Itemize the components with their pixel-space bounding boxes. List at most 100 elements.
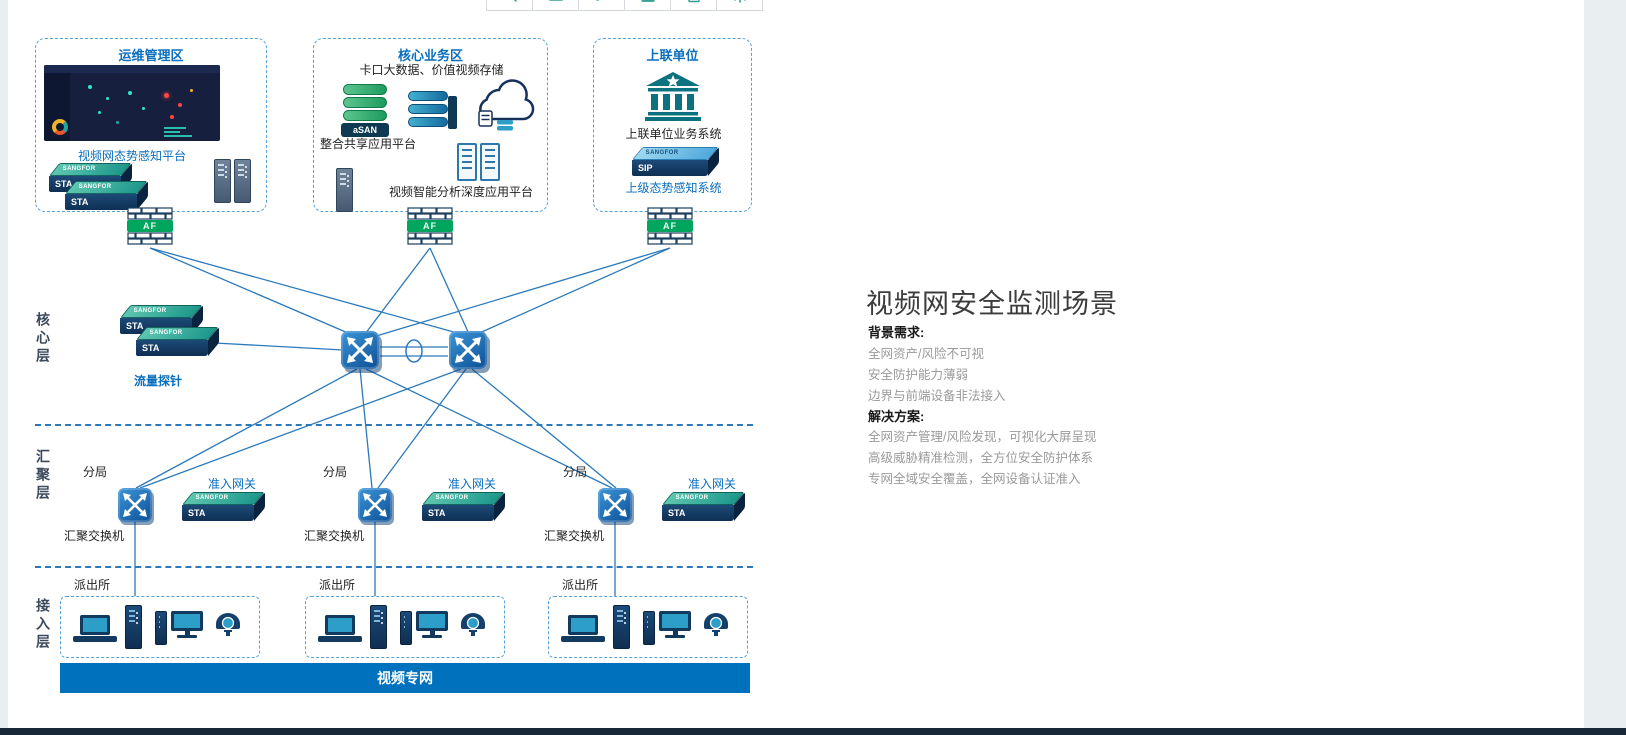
aggregation-switch-icon <box>358 488 392 522</box>
server-stack-icon <box>408 91 457 135</box>
search-icon <box>502 0 518 8</box>
brand-mark: SANGFOR <box>62 166 96 172</box>
sip-device: SANGFOR SIP <box>632 146 722 176</box>
aggregation-switch-label: 汇聚交换机 <box>64 529 125 543</box>
layer-label-access: 接入层 <box>35 598 51 652</box>
toolbar-settings-button[interactable] <box>716 0 763 11</box>
background-item: 全网资产/风险不可视 <box>868 347 984 361</box>
bottom-page-edge <box>0 728 1626 735</box>
brand-mark: SANGFOR <box>675 495 709 501</box>
server-icon <box>214 159 231 203</box>
map-dot <box>116 121 119 124</box>
solution-item: 高级威胁精准检测，全方位安全防护体系 <box>868 451 1094 465</box>
core-switch-icon <box>341 331 379 369</box>
zone-uplink-title: 上联单位 <box>646 48 699 63</box>
camera-icon <box>458 611 488 642</box>
rack-server-icon <box>457 143 477 181</box>
alert-dot <box>164 93 169 98</box>
aggregation-switch-icon <box>118 488 152 522</box>
alert-dot <box>190 89 193 92</box>
sta-top-face: SANGFOR <box>120 305 203 318</box>
camera-icon <box>213 611 243 642</box>
sta-top-face: SANGFOR <box>422 492 505 505</box>
aggregation-switch-label: 汇聚交换机 <box>544 529 605 543</box>
sta-top-face: SANGFOR <box>182 492 265 505</box>
sta-device: SANGFOR STA <box>65 180 151 210</box>
branch-label: 分局 <box>323 465 348 479</box>
sta-front-face: STA <box>182 505 254 521</box>
solution-heading: 解决方案: <box>868 409 925 424</box>
brand-mark: SANGFOR <box>78 184 112 190</box>
toolbar-document-button[interactable] <box>670 0 717 11</box>
server-icon <box>643 611 655 645</box>
zone-ops-title: 运维管理区 <box>118 48 184 63</box>
aggregation-switch-label: 汇聚交换机 <box>304 529 365 543</box>
zone-core-business: 核心业务区 卡口大数据、价值视频存储 aSAN 整合共享应用平台 视频智能分析深… <box>313 38 548 212</box>
server-icon <box>336 168 353 212</box>
solution-item: 专网全域安全覆盖，全网设备认证准入 <box>868 472 1081 486</box>
toolbar-search-button[interactable] <box>486 0 533 11</box>
layer-label-core: 核心层 <box>35 312 51 366</box>
share-platform-label: 整合共享应用平台 <box>320 137 417 151</box>
zone-ops-management: 运维管理区 视频网态势感知平台 SANGFOR STA SANGFOR STA <box>35 38 267 212</box>
map-dot <box>98 111 101 114</box>
sta-front-face: STA <box>422 505 494 521</box>
asan-label: aSAN <box>341 123 389 137</box>
sip-top-face: SANGFOR <box>632 147 719 160</box>
sta-probe-device: SANGFOR STA <box>136 326 222 356</box>
brand-mark: SANGFOR <box>195 495 229 501</box>
camera-icon <box>701 611 731 642</box>
firewall-af-icon: AF <box>647 207 693 247</box>
alert-dot <box>170 115 174 119</box>
sta-gateway-device: SANGFOR STA <box>182 491 268 521</box>
layer-separator <box>35 424 753 426</box>
desktop-monitor-icon <box>171 611 203 641</box>
analysis-platform-label: 视频智能分析深度应用平台 <box>389 185 534 199</box>
scene-title: 视频网安全监测场景 <box>866 289 1118 319</box>
asan-storage-icon: aSAN <box>341 84 389 137</box>
station-box <box>60 596 260 658</box>
layer-label-aggregation: 汇聚层 <box>35 449 51 503</box>
sta-front-face: STA <box>662 505 734 521</box>
laptop-icon <box>561 615 605 642</box>
layer-separator <box>35 566 753 568</box>
image-icon <box>548 0 564 8</box>
situational-dashboard-image <box>44 65 220 141</box>
rack-server-icon <box>480 143 500 181</box>
server-icon <box>234 159 251 203</box>
station-label: 派出所 <box>319 578 356 592</box>
settings-icon <box>732 0 748 8</box>
toolbar-edit-button[interactable] <box>578 0 625 11</box>
sta-top-face: SANGFOR <box>65 181 148 194</box>
firewall-label: AF <box>663 221 677 231</box>
situational-platform-label: 视频网态势感知平台 <box>77 149 186 163</box>
sta-top-face: SANGFOR <box>49 163 132 176</box>
server-icon <box>155 611 167 645</box>
page-canvas <box>8 0 1584 728</box>
sta-front-face: STA <box>136 340 208 356</box>
map-dot <box>128 91 132 95</box>
map-dot <box>142 107 145 110</box>
zone-core-title: 核心业务区 <box>397 48 463 63</box>
dashboard-bar <box>164 131 180 133</box>
bank-building-icon <box>644 71 702 126</box>
sta-gateway-device: SANGFOR STA <box>662 491 748 521</box>
brand-mark: SANGFOR <box>435 495 469 501</box>
station-label: 派出所 <box>562 578 599 592</box>
firewall-af-icon: AF <box>407 207 453 247</box>
firewall-label: AF <box>423 221 437 231</box>
core-subtitle: 卡口大数据、价值视频存储 <box>359 63 504 77</box>
server-icon <box>613 605 630 649</box>
alert-dot <box>178 103 182 107</box>
station-box <box>548 596 748 658</box>
top-toolbar <box>486 0 763 11</box>
toolbar-image-button[interactable] <box>532 0 579 11</box>
branch-label: 分局 <box>563 465 588 479</box>
server-icon <box>400 611 412 645</box>
brand-mark: SANGFOR <box>133 308 167 314</box>
zone-uplink-unit: 上联单位 上联单位业务系统 SANGFOR SIP 上级态势感知系统 <box>593 38 752 212</box>
dashboard-bar <box>164 135 192 137</box>
document-icon <box>686 0 702 8</box>
sta-top-face: SANGFOR <box>662 492 745 505</box>
toolbar-chart-button[interactable] <box>624 0 671 11</box>
